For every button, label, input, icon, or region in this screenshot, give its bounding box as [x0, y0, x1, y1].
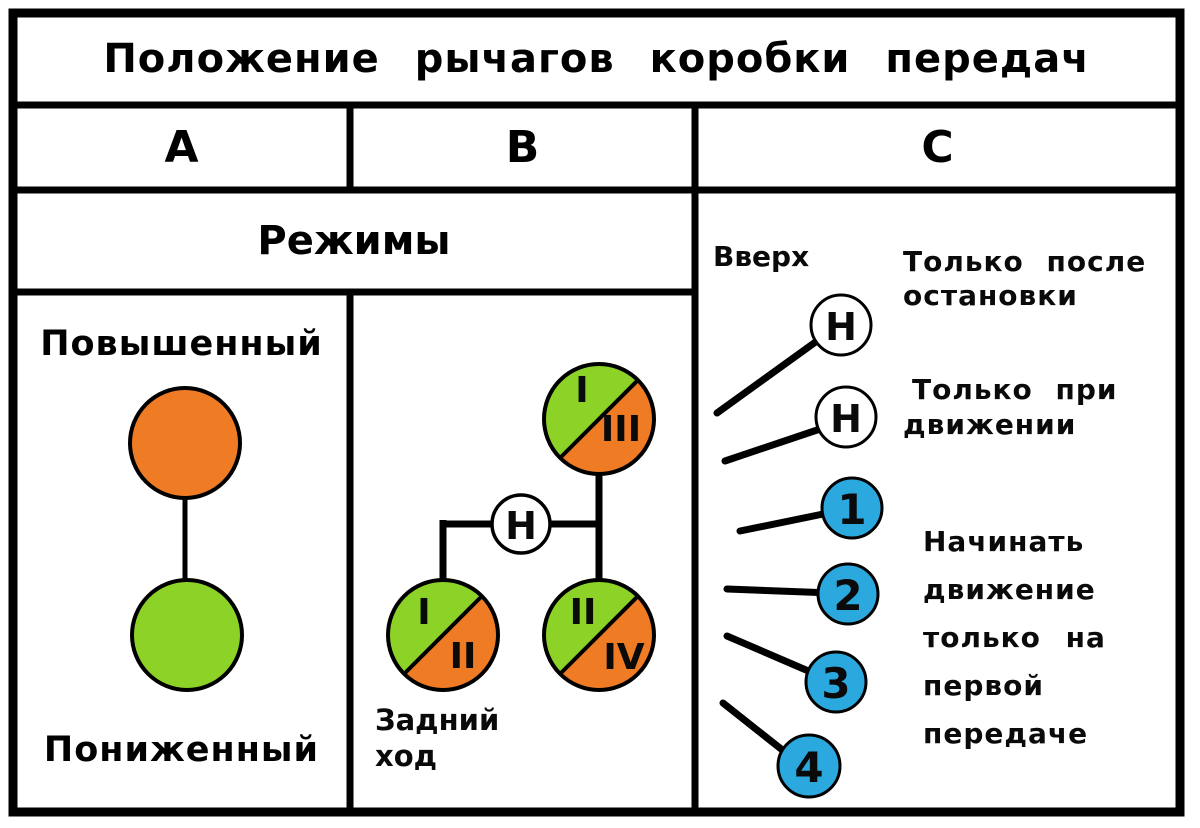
gear-2-4-lower-label: IV [603, 637, 645, 678]
column-header-b: B [505, 122, 540, 173]
lever-neutral-circle-2 [814, 385, 878, 449]
lever-gear-3-label: 3 [821, 659, 851, 708]
gear-circle-2-4-diagonal [558, 594, 640, 676]
lever-gear-3-circle [804, 650, 868, 714]
lever-gear-1-label: 1 [837, 485, 867, 534]
column-header-a: A [164, 122, 199, 173]
reverse-gear-label: Задний ход [375, 703, 500, 773]
high-range-circle [128, 386, 242, 500]
lever-gear-2-circle [816, 562, 880, 626]
outer-border [8, 8, 1185, 817]
lever-gear-4-circle [776, 733, 842, 799]
gear-circle-1-2-outline [386, 578, 500, 692]
low-range-circle [130, 578, 244, 692]
gear-circle-1-2-green-half [387, 579, 482, 674]
lever-line-2 [723, 585, 836, 597]
table-grid [8, 8, 1185, 817]
lever-positions-figure [713, 293, 884, 799]
column-header-c: C [921, 122, 954, 173]
note-in-motion: Только при движении [903, 373, 1118, 441]
gear-circle-1-3-orange-half [560, 380, 655, 475]
pattern-neutral-circle [490, 493, 552, 555]
gear-circle-2-4-outline [542, 578, 656, 692]
gear-circle-2-4-orange-half [560, 596, 655, 691]
gear-circle-1-3-green-half [543, 363, 638, 458]
gear-pattern-figure [386, 362, 656, 692]
note-after-stop: Только после остановки [903, 245, 1147, 312]
page-title: Положение рычагов коробки передач [103, 36, 1090, 82]
gear-circle-1-3-outline [542, 362, 656, 476]
gear-circle-2-4 [542, 578, 656, 692]
gear-2-4-upper-label: II [569, 592, 597, 633]
gear-circle-1-3 [542, 362, 656, 476]
gear-1-3-upper-label: I [575, 370, 589, 411]
gear-circle-2-4-green-half [543, 579, 638, 674]
note-start-first-gear: Начинать движение только на первой перед… [923, 525, 1106, 750]
lever-gear-2-label: 2 [833, 571, 863, 620]
gear-circle-1-3-diagonal [558, 378, 640, 460]
gear-1-3-lower-label: III [600, 409, 642, 450]
gear-circle-1-2 [386, 578, 500, 692]
low-range-label: Пониженный [43, 730, 320, 770]
lever-line-n1 [713, 329, 832, 417]
lever-neutral-2-label: Н [830, 397, 862, 441]
gear-1-2-lower-label: II [449, 636, 477, 677]
modes-header: Режимы [257, 218, 451, 264]
lever-line-n2 [721, 421, 836, 465]
lever-line-3 [723, 632, 824, 680]
gear-circle-1-2-diagonal [402, 594, 484, 676]
range-selector-figure [128, 386, 244, 692]
gear-circle-1-2-orange-half [404, 596, 499, 691]
gear-1-2-upper-label: I [417, 592, 431, 633]
lever-neutral-circle-1 [809, 293, 873, 357]
up-direction-label: Вверх [713, 240, 810, 273]
high-range-label: Повышенный [40, 324, 323, 364]
lever-neutral-1-label: Н [825, 305, 857, 349]
lever-gear-1-circle [820, 476, 884, 540]
pattern-neutral-label: Н [505, 504, 537, 548]
lever-gear-4-label: 4 [794, 743, 824, 792]
